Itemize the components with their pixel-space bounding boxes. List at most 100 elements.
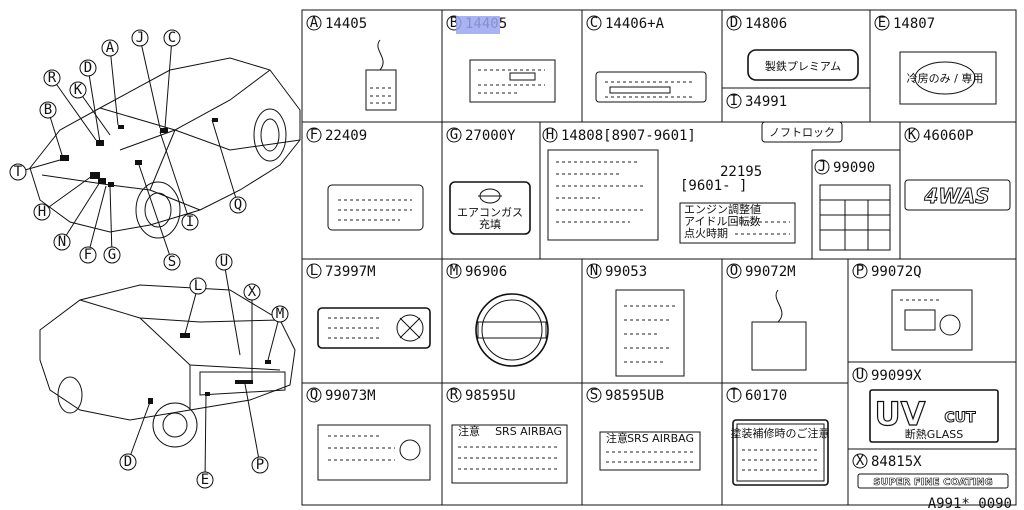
callout-letter: U <box>220 254 228 270</box>
label-art-B <box>456 16 556 103</box>
cell-letter: T <box>730 387 739 403</box>
label-art-U: UV CUT 断熱GLASS <box>869 389 999 443</box>
cell-code: 98595U <box>465 388 516 404</box>
cell-letter: K <box>908 127 917 143</box>
callout-d2: D <box>119 401 151 471</box>
cell-code: 99073M <box>325 388 376 404</box>
cell-code: 99072Q <box>871 264 922 280</box>
callout-s: S <box>137 161 181 271</box>
callout-n: N <box>53 181 101 251</box>
cell-code: 60170 <box>745 388 787 404</box>
label-R-right: SRS AIRBAG <box>495 425 562 438</box>
callout-letter: T <box>14 164 23 180</box>
callout-j: J <box>131 29 161 129</box>
label-art-D: 製鉄プレミアム <box>747 49 859 81</box>
cell-letter: I <box>730 93 738 109</box>
label-I-text: ノフトロック <box>769 126 835 139</box>
cell-title-t: T 60170 <box>726 387 787 404</box>
diagram-footer-code: A991* 0090 <box>928 496 1012 510</box>
callout-m: M <box>267 305 289 361</box>
cell-code: 73997M <box>325 264 376 280</box>
label-E-text: 冷房のみ / 専用 <box>907 72 984 85</box>
cell-letter: M <box>450 263 458 279</box>
cell-letter: H <box>546 127 554 143</box>
cell-title-o: O 99072M <box>726 263 796 280</box>
cell-code: 99072M <box>745 264 796 280</box>
callout-t: T <box>9 159 61 181</box>
callout-letter: E <box>201 472 209 488</box>
callout-i: I <box>159 131 199 231</box>
cell-letter: P <box>856 263 864 279</box>
cell-code: 14806 <box>745 16 787 32</box>
callout-letter: H <box>38 204 46 220</box>
cell-title-g: G 27000Y <box>446 127 516 144</box>
cell-letter: X <box>856 453 865 469</box>
label-K-text: 4WAS <box>923 184 989 208</box>
cell-letter: L <box>310 263 318 279</box>
cell-code: 22409 <box>325 128 367 144</box>
cell-letter: F <box>310 127 318 143</box>
callout-letter: X <box>248 284 257 300</box>
cell-code: 99090 <box>833 160 875 176</box>
cell-title-p: P 99072Q <box>852 263 922 280</box>
cell-title-i: I 34991 <box>726 93 787 110</box>
callout-letter: J <box>136 30 144 46</box>
callout-l: L <box>184 277 207 335</box>
cell-code: 14406+A <box>605 16 665 32</box>
cell-letter: Q <box>310 387 318 403</box>
cell-letter: A <box>310 15 319 31</box>
callout-letter: C <box>168 30 176 46</box>
svg-text:UV: UV <box>875 395 926 433</box>
callout-letter: G <box>108 247 116 263</box>
cell-code: 34991 <box>745 94 787 110</box>
callout-u: U <box>215 253 241 356</box>
label-art-R: 注意 SRS AIRBAG <box>451 424 568 484</box>
cell-title-q: Q 99073M <box>306 387 376 404</box>
label-art-E: 冷房のみ / 専用 <box>899 51 997 105</box>
label-U-subtext: 断熱GLASS <box>905 427 963 441</box>
label-R-left: 注意 <box>458 424 480 438</box>
cell-code: 27000Y <box>465 128 516 144</box>
label-H2-line3: 点火時期 <box>684 227 728 240</box>
svg-text:CUT: CUT <box>944 410 976 426</box>
cell-letter: G <box>450 127 458 143</box>
cell-title-f: F 22409 <box>306 127 367 144</box>
cell-title-l: L 73997M <box>306 263 376 280</box>
label-art-H2: エンジン調整値 アイドル回転数 点火時期 <box>679 202 796 244</box>
cell-code: 84815X <box>871 454 922 470</box>
cell-letter: U <box>856 367 864 383</box>
label-art-L <box>317 307 431 349</box>
label-art-F <box>327 184 424 231</box>
cell-code: 14405 <box>325 16 367 32</box>
cell-letter: S <box>590 387 598 403</box>
callout-b: B <box>39 101 63 156</box>
cell-code: 99053 <box>605 264 647 280</box>
cell-code: 98595UB <box>605 388 664 404</box>
svg-text:充填: 充填 <box>479 217 501 231</box>
callout-e: E <box>196 394 214 489</box>
cell-letter: E <box>878 15 886 31</box>
callout-f: F <box>79 185 107 264</box>
cell-title-s: S 98595UB <box>586 387 664 404</box>
label-art-I: ノフトロック <box>761 121 843 143</box>
label-G-text: エアコンガス <box>457 206 523 219</box>
cell-letter: O <box>730 263 738 279</box>
label-art-J <box>819 184 891 251</box>
callout-g: G <box>103 185 121 264</box>
callout-c: C <box>163 29 181 129</box>
cell-H2-code: 22195 <box>720 164 762 180</box>
cell-letter: R <box>450 387 459 403</box>
callout-letter: F <box>84 247 92 263</box>
callout-k: K <box>69 81 111 136</box>
cell-title-a: A 14405 <box>306 15 367 32</box>
label-art-K: 4WAS <box>904 179 1011 211</box>
label-art-O <box>751 289 807 371</box>
callout-letter: Q <box>234 197 242 213</box>
label-D-text: 製鉄プレミアム <box>765 59 841 73</box>
